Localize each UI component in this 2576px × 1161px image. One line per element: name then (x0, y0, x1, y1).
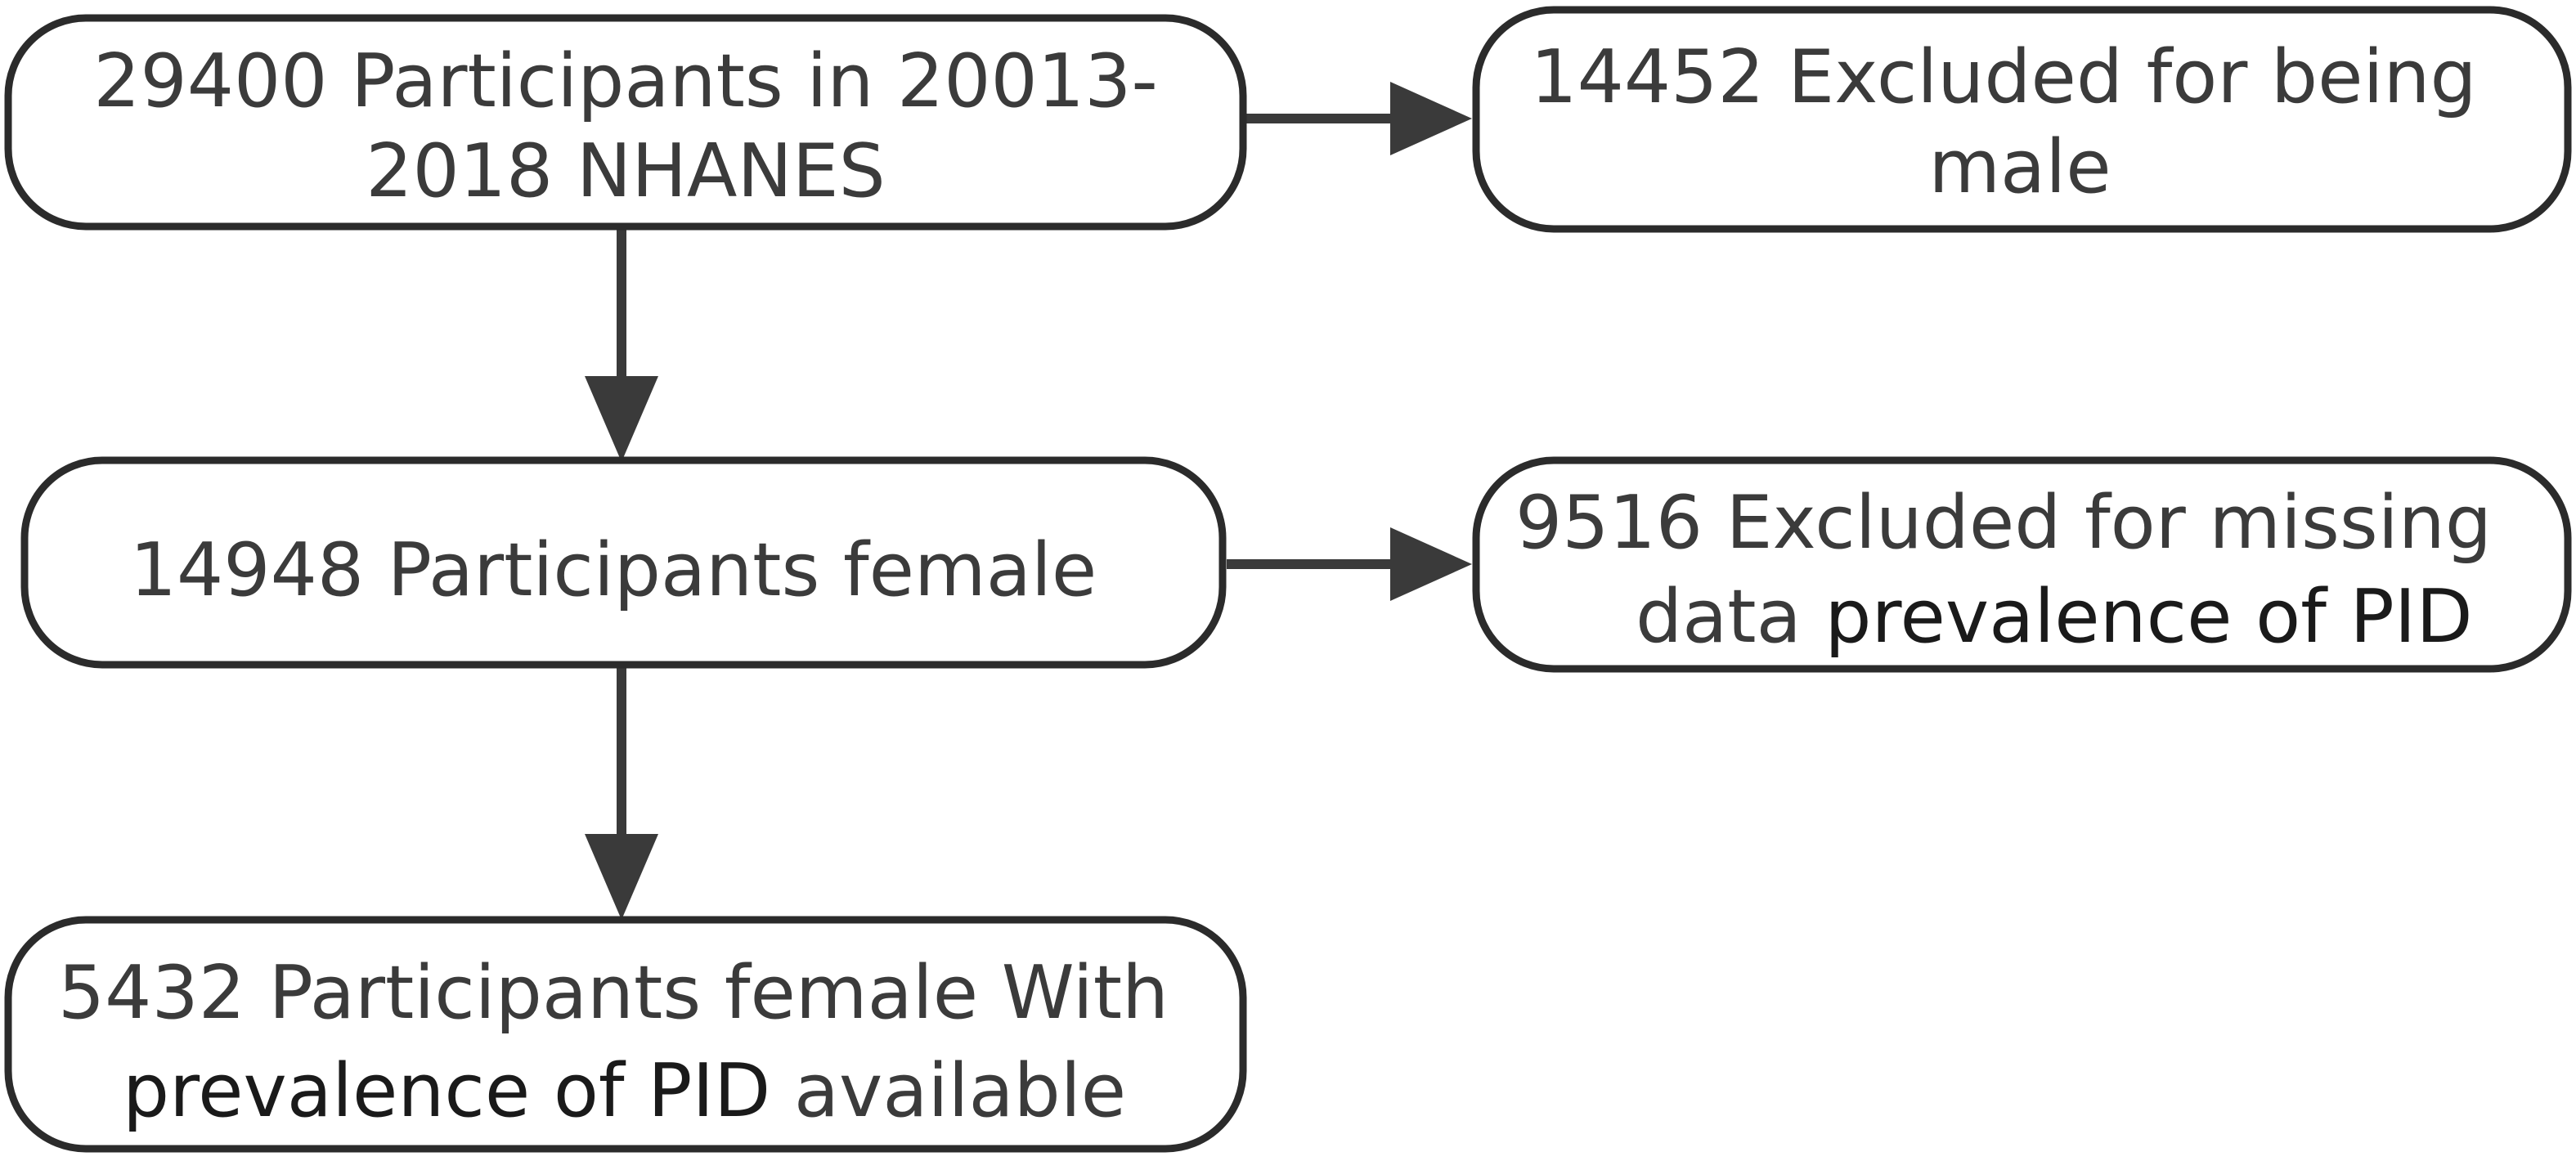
box-excluded-male-line2: male (1928, 124, 2111, 210)
connectors (585, 82, 1472, 920)
box-excluded-male: 14452 Excluded for being male (1472, 6, 2572, 233)
arrow-head-female-to-excluded-missing (1390, 527, 1472, 601)
box-participants-female: 14948 Participants female (20, 456, 1227, 669)
box-final-sample-line1: 5432 Participants female With (58, 950, 1169, 1036)
box-excluded-missing-line1: 9516 Excluded for missing (1515, 480, 2492, 566)
arrow-head-female-to-final (585, 834, 658, 920)
box-final-sample-line2-part2: available (770, 1048, 1126, 1134)
box-participants-total-line1: 29400 Participants in 20013- (93, 38, 1158, 124)
box-participants-female-line1: 14948 Participants female (130, 527, 1097, 613)
box-participants-total-line2: 2018 NHANES (366, 128, 886, 214)
arrow-head-total-to-female (585, 376, 658, 462)
box-excluded-missing-line2-part1: data (1636, 574, 1824, 660)
box-final-sample-line2: prevalence of PID available (123, 1048, 1126, 1134)
box-final-sample: 5432 Participants female With prevalence… (4, 916, 1247, 1153)
box-excluded-male-line1: 14452 Excluded for being (1530, 34, 2476, 120)
box-participants-total: 29400 Participants in 20013- 2018 NHANES (4, 14, 1247, 231)
box-excluded-missing-line2-part2: prevalence of PID (1824, 574, 2472, 660)
arrow-head-total-to-excluded-male (1390, 82, 1472, 155)
box-excluded-missing: 9516 Excluded for missing data prevalenc… (1472, 456, 2572, 673)
box-excluded-missing-line2: data prevalence of PID (1636, 574, 2473, 660)
box-final-sample-line2-part1: prevalence of PID (123, 1048, 770, 1134)
